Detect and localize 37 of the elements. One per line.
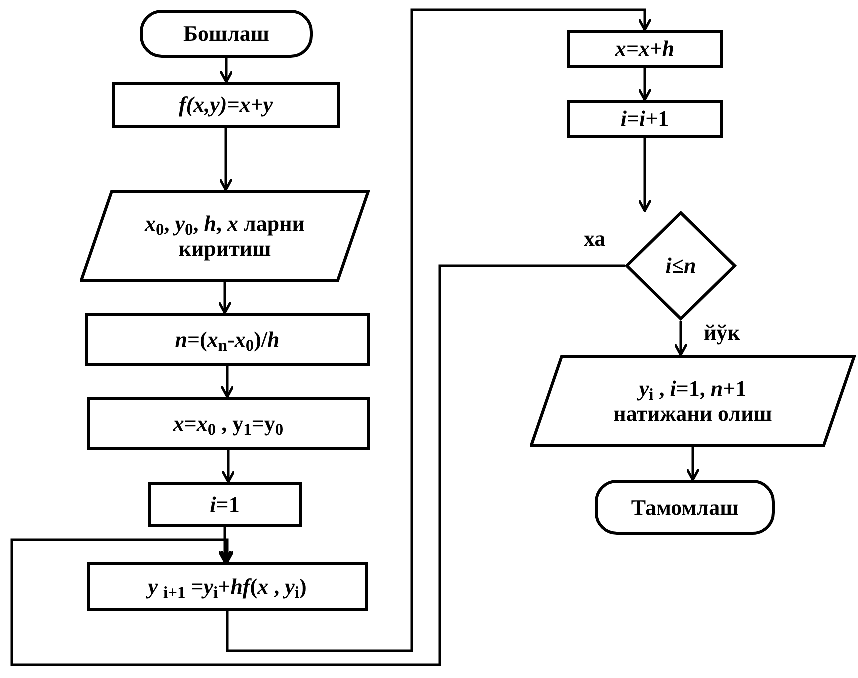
decision-diamond xyxy=(625,211,737,321)
start-terminal xyxy=(140,10,313,58)
formula-text: i=i+1 xyxy=(620,106,670,132)
flow-arrow xyxy=(221,450,236,484)
process-box xyxy=(87,397,370,450)
process-box xyxy=(112,82,340,128)
formula-text: n=(x$_{n}$-x$_{0}$)/h xyxy=(175,326,280,352)
formula-text: f(x,y)=x+y xyxy=(178,92,274,118)
flow-arrow xyxy=(674,321,688,356)
edge-label: йўк xyxy=(702,322,742,344)
formula-text: x=x+h xyxy=(615,36,675,62)
terminal-text: Тамомлаш xyxy=(631,494,739,520)
process-box xyxy=(87,562,368,611)
flow-arrow xyxy=(226,8,652,652)
flow-arrow xyxy=(10,264,625,666)
formula-text: y $_{i+1}$ =y$_{i}$+hf(x , y$_{i}$) xyxy=(148,574,307,600)
formula-text: x=x$_{0}$ , y$_{1}$=y$_{0}$ xyxy=(173,410,284,436)
flow-arrow xyxy=(218,527,232,564)
input-text: x$_{0}$, y$_{0}$, h, x ларни киритиш xyxy=(144,210,306,262)
flow-arrow xyxy=(686,447,700,482)
flow-arrow xyxy=(638,138,652,212)
process-box xyxy=(567,100,723,138)
output-parallelogram xyxy=(530,355,856,447)
flow-arrow xyxy=(220,366,235,398)
terminal-text: Бошлаш xyxy=(183,21,270,47)
process-box xyxy=(85,313,370,366)
output-text: y$_{i}$ , i=1, n+1 натижани олиш xyxy=(612,376,774,426)
process-box xyxy=(148,482,302,527)
input-parallelogram xyxy=(80,190,370,282)
flow-arrow xyxy=(638,68,652,102)
process-box xyxy=(567,30,723,68)
end-terminal xyxy=(595,480,775,535)
condition-text: i≤n xyxy=(666,253,696,279)
flow-arrow xyxy=(218,128,234,192)
formula-text: i=1 xyxy=(210,492,240,518)
flow-arrow xyxy=(218,282,232,314)
flow-arrow xyxy=(219,58,234,84)
